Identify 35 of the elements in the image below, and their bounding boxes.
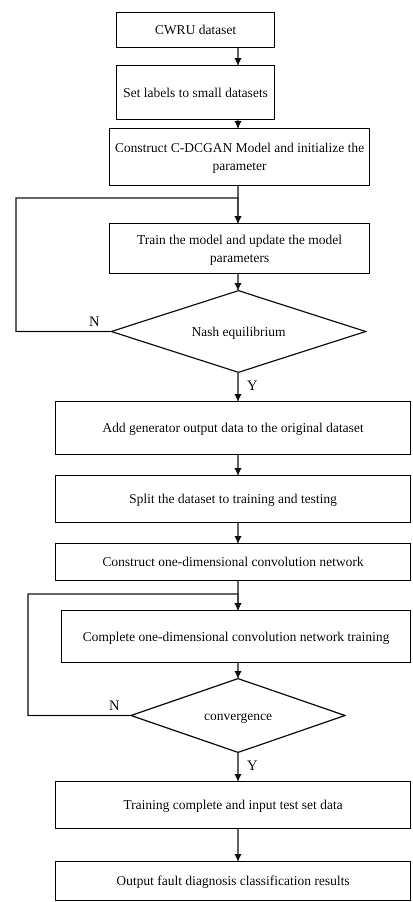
process-box — [116, 12, 275, 48]
process-box — [61, 610, 411, 663]
step-text: Set labels to small datasets — [123, 84, 268, 102]
process-box — [109, 223, 370, 274]
process-box — [109, 128, 370, 186]
process-box — [116, 65, 275, 120]
arrow — [234, 274, 242, 290]
arrow — [234, 373, 242, 401]
arrow — [234, 829, 242, 861]
process-box — [55, 543, 411, 581]
arrow — [234, 663, 242, 678]
step-text: Construct one-dimensional convolution network — [102, 553, 364, 571]
step-text: Output fault diagnosis classification results — [116, 872, 350, 890]
edge-label: N — [108, 698, 120, 713]
arrow — [234, 753, 242, 781]
step-text: Construct C-DCGAN Model and initialize the parameter — [114, 139, 366, 175]
step-text: Split the dataset to training and testing — [129, 490, 337, 508]
step-text: Train the model and update the model parameters — [136, 230, 343, 266]
step-text: Add generator output data to the original dataset — [102, 419, 364, 437]
step-text: CWRU dataset — [154, 21, 236, 39]
process-box — [55, 401, 411, 455]
edge-label: N — [88, 314, 100, 329]
process-box — [55, 781, 411, 829]
process-box — [55, 475, 411, 523]
process-box — [55, 861, 411, 901]
arrow — [15, 197, 242, 332]
arrow — [234, 455, 242, 475]
arrow — [234, 120, 242, 128]
step-text: Training complete and input test set data — [123, 796, 343, 814]
arrow — [234, 523, 242, 543]
arrow — [234, 48, 242, 65]
arrow — [27, 593, 242, 716]
decision-text: convergence — [204, 706, 272, 724]
step-text: Complete one-dimensional convolution network training — [82, 628, 390, 646]
decision-text: Nash equilibrium — [191, 322, 286, 340]
